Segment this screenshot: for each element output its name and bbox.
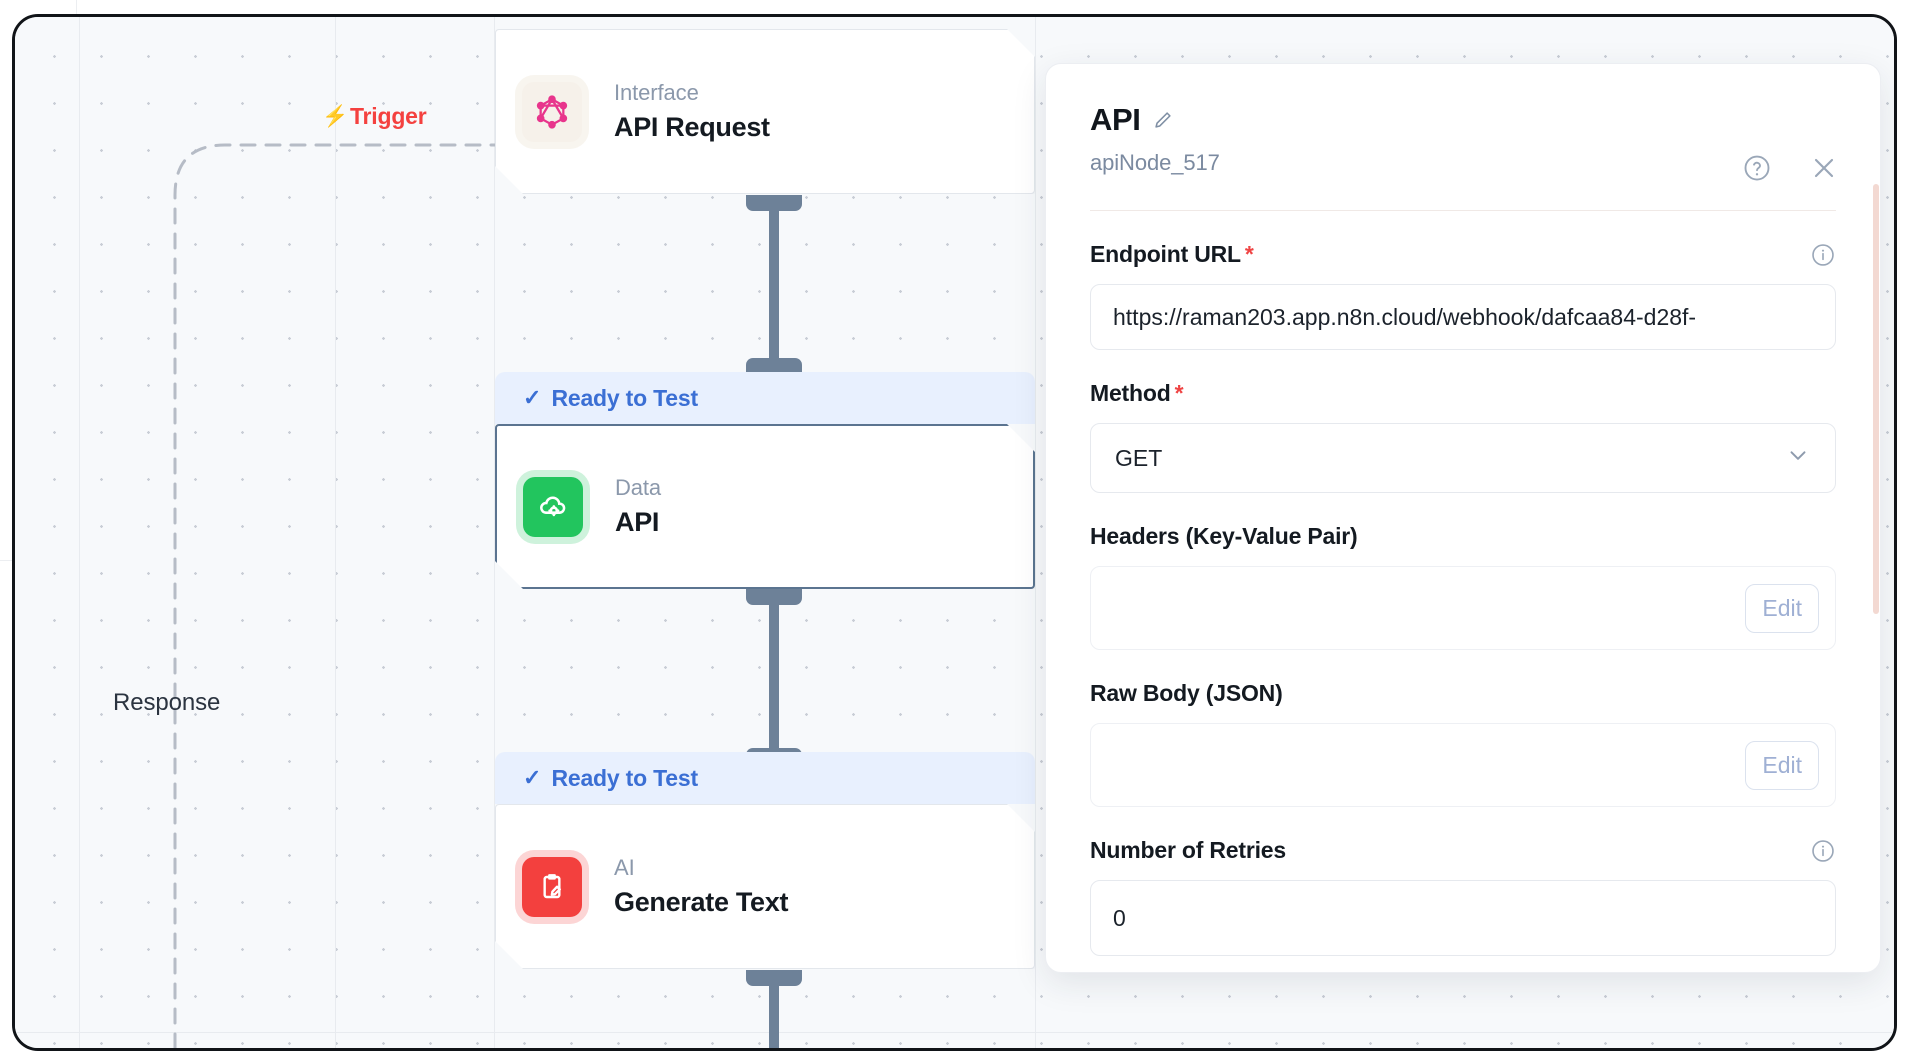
node-card[interactable]: AI Generate Text [495, 804, 1035, 969]
field-label: Endpoint URL* [1090, 241, 1254, 268]
panel-divider [1090, 210, 1836, 211]
panel-actions [1742, 152, 1840, 184]
node-text: Interface API Request [614, 80, 770, 143]
field-label: Raw Body (JSON) [1090, 680, 1283, 706]
node-properties-panel[interactable]: API apiNode_517 [1045, 63, 1881, 973]
panel-header: API apiNode_517 [1046, 64, 1880, 181]
connector-line-3 [769, 984, 779, 1048]
node-api[interactable]: ✓ Ready to Test Data API [495, 372, 1035, 589]
workflow-canvas[interactable]: ⚡ Trigger Response [12, 14, 1897, 1051]
check-icon: ✓ [523, 385, 542, 410]
canvas-band-bottom [15, 1032, 1894, 1033]
field-number-of-retries: Number of Retries 0 [1090, 837, 1836, 956]
help-circle-icon[interactable] [1742, 153, 1772, 183]
field-label: Number of Retries [1090, 837, 1286, 863]
field-raw-body: Raw Body (JSON) Edit [1090, 680, 1836, 807]
node-kind: Data [615, 475, 662, 500]
node-status-strip: ✓ Ready to Test [495, 372, 1035, 424]
response-label: Response [113, 689, 221, 716]
field-label: Headers (Key-Value Pair) [1090, 523, 1358, 549]
canvas-band-mid [335, 17, 336, 1048]
check-icon: ✓ [523, 765, 542, 790]
field-label: Method* [1090, 380, 1184, 407]
field-label-row: Endpoint URL* [1090, 241, 1836, 268]
cloud-gear-icon [523, 477, 583, 537]
field-method: Method* GET [1090, 380, 1836, 493]
connector-cap-top [746, 195, 802, 211]
background-edge-vertical [76, 0, 77, 14]
method-select[interactable]: GET [1090, 423, 1836, 493]
canvas-band-left [79, 17, 80, 1048]
panel-body: Endpoint URL* https://raman203.app.n8n.c… [1046, 211, 1880, 956]
field-label-text: Method [1090, 380, 1171, 406]
node-status-text: Ready to Test [551, 384, 698, 411]
trigger-label: ⚡ Trigger [322, 103, 427, 130]
connector-line-2 [769, 603, 779, 749]
bolt-icon: ⚡ [322, 105, 348, 128]
chevron-down-icon [1785, 442, 1811, 474]
retries-input[interactable]: 0 [1090, 880, 1836, 956]
field-label-row: Method* [1090, 380, 1836, 407]
trigger-label-text: Trigger [349, 103, 427, 129]
node-api-request[interactable]: Interface API Request [495, 14, 1035, 194]
connector-cap-top [746, 589, 802, 605]
pencil-icon[interactable] [1152, 109, 1174, 131]
endpoint-url-input[interactable]: https://raman203.app.n8n.cloud/webhook/d… [1090, 284, 1836, 350]
raw-body-edit-button[interactable]: Edit [1745, 740, 1819, 790]
node-text: Data API [615, 475, 661, 538]
connector-line-1 [769, 209, 779, 359]
field-label-row: Headers (Key-Value Pair) [1090, 523, 1836, 550]
field-headers: Headers (Key-Value Pair) Edit [1090, 523, 1836, 650]
headers-edit-button[interactable]: Edit [1745, 583, 1819, 633]
field-label-row: Number of Retries [1090, 837, 1836, 864]
field-label-text: Endpoint URL [1090, 241, 1241, 267]
required-marker: * [1244, 241, 1254, 267]
graphql-icon [522, 82, 582, 142]
node-card[interactable]: Data API [495, 424, 1035, 589]
panel-title: API [1090, 102, 1141, 137]
panel-title-row: API [1090, 102, 1836, 138]
clipboard-pencil-icon [522, 857, 582, 917]
node-kind: AI [614, 855, 635, 880]
required-marker: * [1174, 380, 1184, 406]
headers-input[interactable]: Edit [1090, 566, 1836, 650]
method-value: GET [1115, 444, 1163, 471]
field-endpoint-url: Endpoint URL* https://raman203.app.n8n.c… [1090, 241, 1836, 350]
node-status-strip: ✓ Ready to Test [495, 752, 1035, 804]
panel-node-id: apiNode_517 [1090, 150, 1220, 175]
close-icon[interactable] [1808, 152, 1840, 184]
info-icon[interactable] [1810, 838, 1836, 864]
background-edge-horizontal [0, 560, 12, 561]
info-icon[interactable] [1810, 242, 1836, 268]
node-name: API [615, 507, 660, 537]
connector-cap-bottom [746, 358, 802, 374]
connector-cap-top [746, 970, 802, 986]
raw-body-input[interactable]: Edit [1090, 723, 1836, 807]
field-label-row: Raw Body (JSON) [1090, 680, 1836, 707]
node-name: Generate Text [614, 887, 789, 917]
node-kind: Interface [614, 80, 699, 105]
node-card[interactable]: Interface API Request [495, 29, 1035, 194]
canvas-band-node-right [1035, 17, 1036, 1048]
panel-scrollbar[interactable] [1873, 184, 1879, 614]
node-name: API Request [614, 112, 770, 142]
node-text: AI Generate Text [614, 855, 788, 918]
node-status-text: Ready to Test [551, 764, 698, 791]
node-generate-text[interactable]: ✓ Ready to Test AI Generate Text [495, 752, 1035, 969]
